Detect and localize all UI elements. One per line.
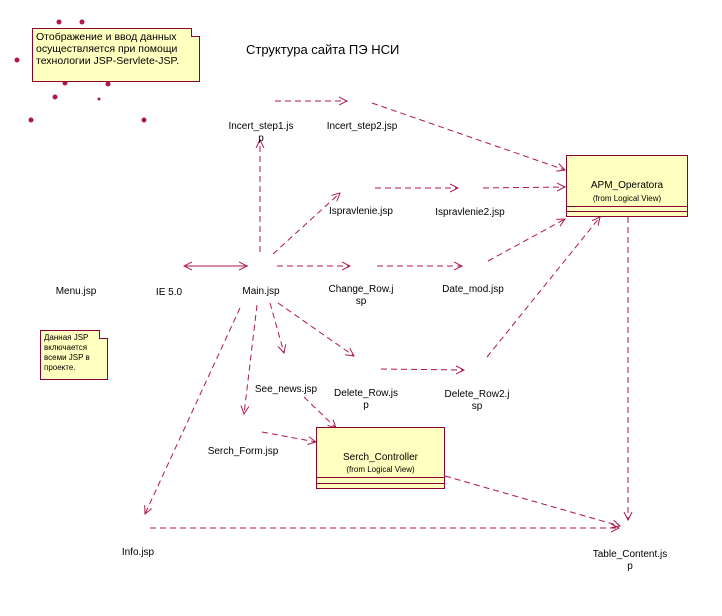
- node-main[interactable]: Main.jsp: [242, 286, 280, 297]
- edge-main-seenews: [269, 302, 284, 353]
- node-change-row[interactable]: Change_Row.j sp: [328, 284, 394, 307]
- class-apm-stereotype: (from Logical View): [592, 194, 662, 203]
- edge-delete-delete2: [380, 369, 464, 370]
- class-serch-controller[interactable]: Serch_Controller (from Logical View): [316, 427, 445, 489]
- class-serch-attr-divider: [317, 477, 444, 478]
- node-menu[interactable]: Menu.jsp: [55, 286, 97, 297]
- node-incert-step2[interactable]: Incert_step2.jsp: [326, 121, 398, 132]
- note-menu[interactable]: Данная JSP включается всеми JSP в проект…: [40, 330, 108, 380]
- note-top-text: Отображение и ввод данных осуществляется…: [36, 31, 180, 67]
- edge-serch-table: [444, 475, 620, 526]
- class-serch-stereotype: (from Logical View): [346, 465, 415, 474]
- class-apm-attr-divider: [567, 206, 687, 207]
- note-fold: [99, 330, 108, 339]
- node-ispravlenie[interactable]: Ispravlenie.jsp: [329, 206, 393, 217]
- class-apm-operatora[interactable]: APM_Operatora (from Logical View): [566, 155, 688, 217]
- selection-handle[interactable]: [14, 57, 20, 63]
- edge-main-serchform: [244, 304, 258, 414]
- node-ispravlenie2[interactable]: Ispravlenie2.jsp: [435, 207, 505, 218]
- class-apm-name: APM_Operatora: [590, 180, 664, 191]
- class-serch-name: Serch_Controller: [342, 452, 419, 463]
- node-info[interactable]: Info.jsp: [121, 547, 155, 558]
- edge-main-delete: [277, 302, 354, 356]
- node-serch-form[interactable]: Serch_Form.jsp: [207, 446, 279, 457]
- edge-ispr2-apm: [482, 187, 565, 188]
- node-delete-row2[interactable]: Delete_Row2.j sp: [444, 389, 510, 412]
- edge-main-info: [145, 307, 241, 514]
- edge-datemod-apm: [487, 219, 565, 262]
- node-incert-step1[interactable]: Incert_step1.js p: [228, 121, 294, 144]
- note-menu-text: Данная JSP включается всеми JSP в проект…: [44, 333, 90, 372]
- class-apm-op-divider: [567, 211, 687, 212]
- edge-seenews-serch: [303, 396, 336, 428]
- edge-serchform-serch: [261, 431, 316, 442]
- selection-handle[interactable]: [97, 97, 101, 101]
- node-table-content[interactable]: Table_Content.js p: [592, 549, 668, 572]
- node-delete-row[interactable]: Delete_Row.js p: [334, 388, 398, 411]
- selection-handle[interactable]: [105, 81, 111, 87]
- node-ie5[interactable]: IE 5.0: [155, 287, 183, 298]
- edge-incert2-apm: [371, 102, 565, 170]
- node-date-mod[interactable]: Date_mod.jsp: [442, 284, 504, 295]
- selection-handle[interactable]: [28, 117, 34, 123]
- note-fold: [191, 28, 200, 37]
- selection-handle[interactable]: [141, 117, 147, 123]
- class-serch-op-divider: [317, 483, 444, 484]
- node-see-news[interactable]: See_news.jsp: [254, 384, 318, 395]
- selection-handle[interactable]: [56, 19, 62, 25]
- edge-main-ispravlenie: [272, 193, 340, 255]
- diagram-title: Структура сайта ПЭ НСИ: [246, 42, 400, 57]
- note-top[interactable]: Отображение и ввод данных осуществляется…: [32, 28, 200, 82]
- selection-handle[interactable]: [52, 94, 58, 100]
- selection-handle[interactable]: [79, 19, 85, 25]
